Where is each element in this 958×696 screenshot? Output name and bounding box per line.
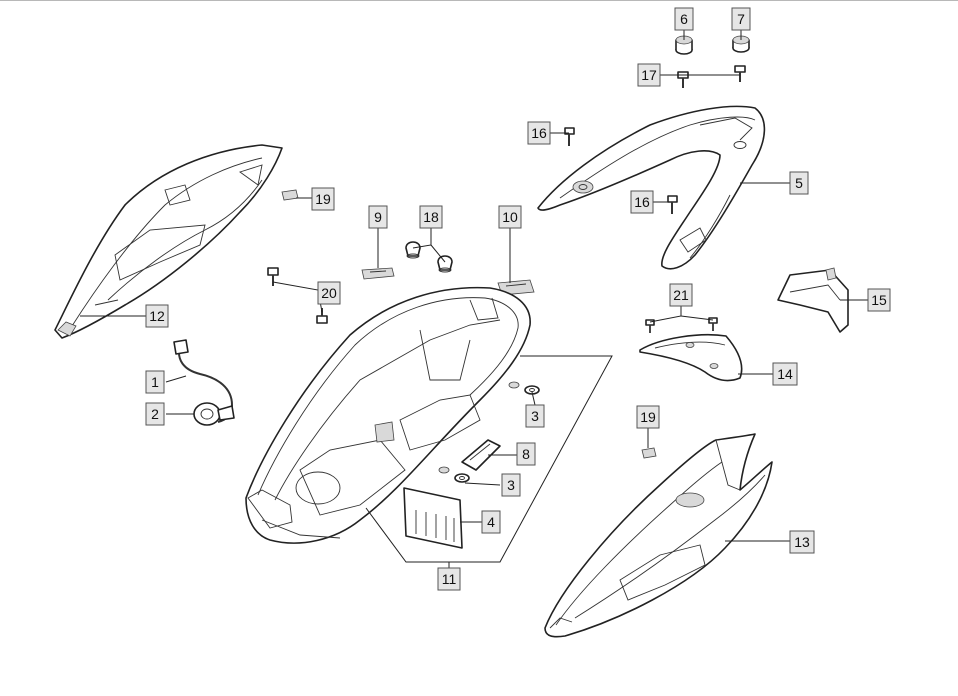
svg-text:3: 3 [507, 477, 515, 493]
callouts: 6 7 17 16 5 16 19 9 18 10 20 12 21 15 1 … [145, 7, 891, 591]
callout-4[interactable]: 4 [481, 510, 501, 534]
svg-text:21: 21 [673, 287, 689, 303]
svg-text:16: 16 [531, 125, 547, 141]
part-bolt-16b[interactable] [668, 196, 677, 214]
svg-text:10: 10 [502, 209, 518, 225]
part-grommet-18b[interactable] [438, 256, 452, 272]
part-flap-4[interactable] [404, 488, 462, 548]
svg-text:13: 13 [794, 534, 810, 550]
svg-text:1: 1 [151, 374, 159, 390]
callout-20[interactable]: 20 [317, 281, 341, 305]
part-clip-19b[interactable] [642, 448, 656, 458]
part-storage-bin[interactable] [246, 288, 530, 543]
svg-text:19: 19 [315, 191, 331, 207]
part-washer-3b[interactable] [439, 467, 469, 482]
svg-text:9: 9 [374, 209, 382, 225]
part-bolt-17a[interactable] [678, 72, 688, 88]
callout-10[interactable]: 10 [498, 205, 522, 229]
svg-text:5: 5 [795, 175, 803, 191]
svg-text:12: 12 [149, 308, 165, 324]
part-screw-21b[interactable] [709, 318, 717, 331]
callout-7[interactable]: 7 [731, 7, 751, 31]
part-washer-3a[interactable] [509, 382, 539, 394]
part-cap-7[interactable] [733, 36, 749, 52]
callout-8[interactable]: 8 [516, 442, 536, 466]
callout-13[interactable]: 13 [789, 530, 815, 554]
svg-text:18: 18 [423, 209, 439, 225]
part-bolt-17b[interactable] [735, 66, 745, 82]
callout-5[interactable]: 5 [789, 171, 809, 195]
part-right-side-cover[interactable] [545, 434, 772, 637]
svg-text:3: 3 [531, 408, 539, 424]
svg-text:16: 16 [634, 194, 650, 210]
part-bracket-8[interactable] [462, 440, 500, 470]
callout-16a[interactable]: 16 [527, 121, 551, 145]
svg-text:8: 8 [522, 446, 530, 462]
part-rear-bracket-15[interactable] [778, 268, 848, 332]
svg-text:17: 17 [641, 67, 657, 83]
callout-1[interactable]: 1 [145, 370, 165, 394]
callout-17[interactable]: 17 [637, 63, 661, 87]
callout-9[interactable]: 9 [368, 205, 388, 229]
part-screw-21a[interactable] [646, 320, 654, 333]
part-center-cover-14[interactable] [640, 335, 742, 381]
part-buzzer[interactable] [194, 403, 234, 425]
part-clip-19a[interactable] [282, 190, 298, 200]
part-pad-9[interactable] [362, 268, 394, 279]
callout-16b[interactable]: 16 [630, 190, 654, 214]
svg-text:7: 7 [737, 11, 745, 27]
svg-text:2: 2 [151, 406, 159, 422]
callout-15[interactable]: 15 [867, 288, 891, 312]
svg-text:20: 20 [321, 285, 337, 301]
part-grommet-18a[interactable] [406, 242, 420, 258]
svg-text:6: 6 [680, 11, 688, 27]
svg-text:15: 15 [871, 292, 887, 308]
part-left-side-cover[interactable] [55, 145, 282, 338]
callout-12[interactable]: 12 [145, 304, 169, 328]
callout-6[interactable]: 6 [674, 7, 694, 31]
callout-18[interactable]: 18 [419, 205, 443, 229]
svg-text:14: 14 [777, 366, 793, 382]
callout-3b[interactable]: 3 [501, 473, 521, 497]
svg-text:11: 11 [442, 571, 457, 587]
part-bolt-16a[interactable] [565, 128, 574, 146]
callout-14[interactable]: 14 [772, 362, 798, 386]
callout-11[interactable]: 11 [437, 567, 461, 591]
callout-19b[interactable]: 19 [636, 405, 660, 429]
callout-21[interactable]: 21 [669, 283, 693, 307]
part-cap-6[interactable] [676, 36, 692, 54]
callout-19a[interactable]: 19 [311, 187, 335, 211]
svg-text:19: 19 [640, 409, 656, 425]
part-bolt-20a[interactable] [268, 268, 278, 286]
svg-text:4: 4 [487, 514, 495, 530]
callout-3a[interactable]: 3 [525, 404, 545, 428]
part-grab-rail[interactable] [538, 106, 764, 268]
top-border [0, 0, 958, 1]
callout-2[interactable]: 2 [145, 402, 165, 426]
